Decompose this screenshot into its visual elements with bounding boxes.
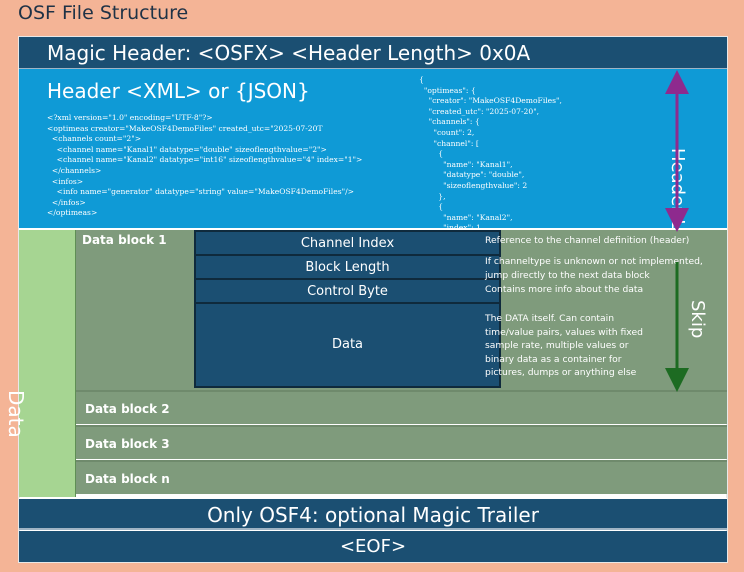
block-length-description: If channeltype is unknown or not impleme…: [485, 256, 703, 281]
header-title: Header <XML> or {JSON}: [47, 79, 310, 103]
data-block-2: Data block 2: [76, 390, 727, 424]
data-block-n: Data block n: [76, 460, 727, 494]
diagram-title: OSF File Structure: [18, 2, 189, 24]
block-length-field: Block Length: [196, 256, 499, 280]
data-section-sidebar: [19, 230, 76, 497]
magic-trailer-row: Only OSF4: optional Magic Trailer: [19, 498, 727, 530]
xml-header-example: <?xml version="1.0" encoding="UTF-8"?> <…: [47, 113, 363, 218]
data-block-fields: Channel Index Block Length Control Byte …: [194, 230, 501, 388]
control-byte-field: Control Byte: [196, 280, 499, 304]
data-block-1-label: Data block 1: [82, 233, 167, 247]
data-description: The DATA itself. Can contain time/value …: [485, 313, 643, 378]
channel-index-description: Reference to the channel definition (hea…: [485, 235, 690, 246]
data-block-3: Data block 3: [76, 425, 727, 459]
magic-header-row: Magic Header: <OSFX> <Header Length> 0x0…: [19, 37, 727, 69]
eof-row: <EOF>: [19, 531, 727, 562]
data-field: Data: [331, 337, 364, 352]
header-section: Header <XML> or {JSON} <?xml version="1.…: [19, 69, 727, 232]
control-byte-description: Contains more info about the data: [485, 284, 644, 295]
json-header-example: { "optimeas": { "creator": "MakeOSF4Demo…: [419, 75, 562, 233]
channel-index-field: Channel Index: [196, 232, 499, 256]
